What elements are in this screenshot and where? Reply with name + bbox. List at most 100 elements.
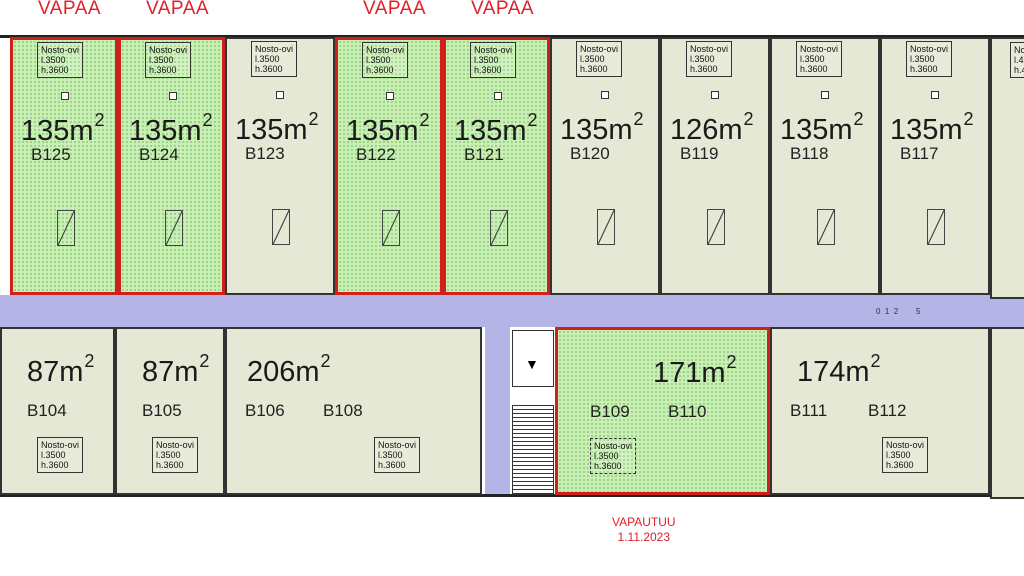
- door-note-title: Nosto-ovi: [594, 441, 633, 451]
- door-note-height: h.3600: [156, 460, 184, 470]
- unit-code: B111: [790, 401, 828, 420]
- column-marker: [61, 92, 69, 100]
- area-label: 126m2: [670, 109, 754, 147]
- door-note-height: h.3600: [910, 64, 938, 74]
- door-note-title: Nosto-ovi: [149, 45, 188, 55]
- column-marker: [931, 91, 939, 99]
- door-note-height: h.3600: [366, 65, 394, 75]
- door-note-title: Nosto-ovi: [690, 44, 729, 54]
- unit-code: B119: [680, 144, 719, 163]
- column-marker: [711, 91, 719, 99]
- area-label: 135m2: [346, 110, 430, 148]
- area-value: 171m: [653, 357, 726, 389]
- unit-code: B120: [570, 144, 610, 163]
- area-label: 135m2: [454, 110, 538, 148]
- area-label: 135m2: [21, 110, 105, 148]
- door-note-width: l.3500: [255, 54, 280, 64]
- door-note-height: h.3600: [149, 65, 177, 75]
- area-superscript: 2: [853, 109, 864, 129]
- unit-code: B125: [31, 145, 71, 164]
- door-note-width: l.3500: [594, 451, 619, 461]
- door-note-width: l.3500: [800, 54, 825, 64]
- area-label: 135m2: [560, 109, 644, 147]
- door-note-title: Nosto-ovi: [910, 44, 949, 54]
- area-superscript: 2: [527, 110, 538, 130]
- door-note-width: l.3500: [910, 54, 935, 64]
- column-marker: [601, 91, 609, 99]
- unit-partial-bottom-right: [990, 327, 1024, 499]
- vacant-label: VAPAA: [38, 0, 102, 19]
- elevator: ▼: [512, 330, 554, 387]
- vacancy-note-date: 1.11.2023: [617, 530, 671, 544]
- door-note-height: h.3600: [800, 64, 828, 74]
- column-marker: [276, 91, 284, 99]
- scale-bar: 0 1 2 5: [876, 307, 921, 316]
- area-superscript: 2: [202, 110, 213, 130]
- area-value: 135m: [21, 115, 94, 147]
- column-marker: [386, 92, 394, 100]
- unit-partial-right: [990, 37, 1024, 299]
- door-note-title: Nosto-ovi: [366, 45, 405, 55]
- vacant-label: VAPAA: [363, 0, 427, 19]
- skylight-icon: [817, 209, 835, 245]
- door-note-title: Nos: [1014, 45, 1024, 55]
- main-corridor: [0, 295, 1024, 327]
- door-note-height: h.4: [1014, 65, 1024, 75]
- door-note-width: l.3500: [41, 450, 66, 460]
- skylight-icon: [927, 209, 945, 245]
- door-note-width: l.3500: [886, 450, 911, 460]
- door-note-width: l.3500: [690, 54, 715, 64]
- door-note-width: l.3500: [580, 54, 605, 64]
- door-note-height: h.3600: [886, 460, 914, 470]
- area-superscript: 2: [94, 110, 105, 130]
- area-superscript: 2: [743, 109, 754, 129]
- column-marker: [821, 91, 829, 99]
- area-superscript: 2: [633, 109, 644, 129]
- vacant-label: VAPAA: [146, 0, 210, 19]
- door-note-height: h.3600: [41, 460, 69, 470]
- door-note-title: Nosto-ovi: [886, 440, 925, 450]
- door-note-title: Nosto-ovi: [156, 440, 195, 450]
- area-value: 206m: [247, 356, 320, 388]
- area-label: 171m2: [653, 352, 737, 390]
- vacancy-note-text: VAPAUTUU: [612, 515, 676, 529]
- column-marker: [493, 92, 502, 100]
- unit-code: B122: [356, 145, 396, 164]
- door-note-title: Nosto-ovi: [41, 45, 80, 55]
- stairs: [512, 405, 554, 495]
- area-value: 135m: [890, 114, 963, 146]
- door-note-height: h.3600: [474, 65, 502, 75]
- unit-code: B117: [900, 144, 939, 163]
- unit-code: B112: [868, 401, 907, 420]
- door-note-width: l.3500: [41, 55, 66, 65]
- unit-code: B121: [464, 145, 504, 164]
- door-note-height: h.3600: [690, 64, 718, 74]
- area-value: 126m: [670, 114, 743, 146]
- area-label: 87m2: [27, 351, 94, 389]
- skylight-icon: [382, 210, 400, 246]
- unit-code: B105: [142, 401, 182, 420]
